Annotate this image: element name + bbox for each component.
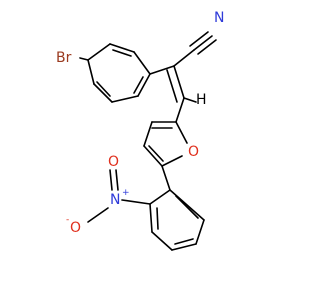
double-bond-inner (112, 49, 132, 57)
bond (173, 65, 185, 99)
bond (143, 145, 163, 167)
bond (79, 57, 89, 61)
bond (149, 189, 171, 205)
nitrile-nitrogen-atom: N (214, 10, 224, 26)
bond (149, 203, 153, 233)
bond (173, 49, 195, 67)
bond (171, 243, 197, 251)
bond (93, 83, 113, 103)
molecule-structure: Br N H O N + O O (56, 10, 224, 251)
bromine-atom: Br (56, 50, 72, 66)
double-bond-inner (175, 195, 199, 219)
bond (175, 121, 188, 144)
bond (175, 97, 185, 123)
vinyl-hydrogen: H (196, 92, 207, 108)
bond (133, 51, 151, 75)
double-bond-inner (133, 76, 144, 94)
triple-bond (197, 39, 217, 55)
bond (121, 199, 151, 205)
double-bond-inner (96, 81, 111, 97)
bond (169, 189, 205, 221)
nitro-oxygen-bottom: O (70, 220, 81, 236)
nitro-nitrogen-atom: N (110, 192, 120, 208)
bond (109, 43, 135, 53)
bond (149, 65, 175, 75)
nitrophenyl-ring (149, 189, 205, 251)
nitro-oxygen-charge: - (66, 215, 69, 225)
bond (87, 59, 95, 85)
bond (151, 231, 173, 251)
bond (87, 43, 111, 61)
bond (183, 97, 197, 103)
bond (195, 219, 205, 245)
bond (115, 169, 119, 191)
bond (143, 121, 153, 147)
double-bond-inner (148, 145, 164, 162)
bond (137, 73, 151, 97)
triple-bond (189, 31, 209, 47)
triple-bond (193, 35, 213, 51)
bond (111, 95, 139, 103)
nitro-nitrogen-charge: + (122, 188, 130, 198)
bond (87, 207, 109, 223)
furan-ring (143, 121, 188, 167)
furan-oxygen-atom: O (188, 144, 199, 160)
nitro-oxygen-top: O (108, 154, 119, 170)
bond (161, 165, 171, 191)
double-bond-inner (166, 69, 178, 103)
double-bond-inner (109, 169, 113, 191)
double-bond-inner (156, 207, 159, 230)
bromophenyl-ring (87, 43, 151, 103)
double-bond-inner (174, 238, 194, 245)
bond (161, 155, 183, 167)
